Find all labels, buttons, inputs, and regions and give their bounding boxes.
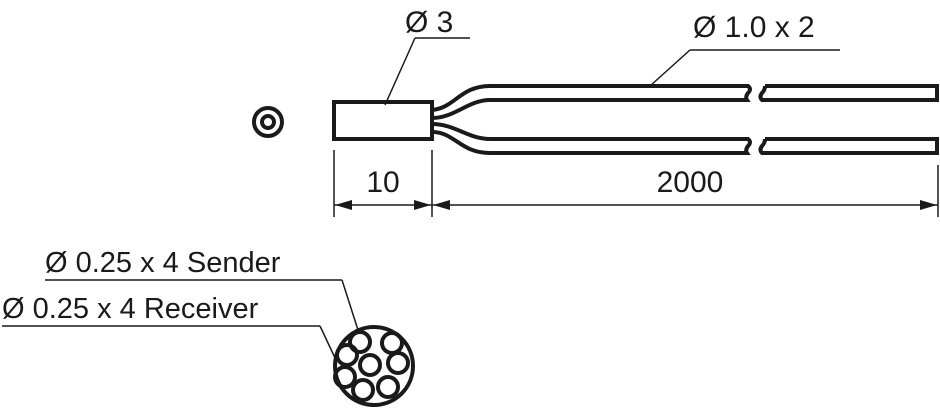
fiber-leaders xyxy=(2,279,359,361)
cable-diameter-leader xyxy=(649,49,840,87)
receiver-fibers-label: Ø 0.25 x 4 Receiver xyxy=(2,293,259,325)
housing-length-label: 10 xyxy=(366,166,399,199)
front-view-icon xyxy=(252,106,284,138)
dimension-arrows xyxy=(335,200,937,210)
upper-cable xyxy=(431,84,939,120)
cable-length-label: 2000 xyxy=(657,166,724,199)
housing-diameter-leader xyxy=(384,37,470,106)
sensor-housing xyxy=(332,100,434,141)
housing-diameter-label: Ø 3 xyxy=(405,6,453,39)
lower-cable xyxy=(431,122,939,155)
fiber-bundle-cross-section xyxy=(333,325,415,407)
cable-diameter-label: Ø 1.0 x 2 xyxy=(693,11,815,44)
sender-fibers-label: Ø 0.25 x 4 Sender xyxy=(45,247,281,279)
dimension-lines xyxy=(333,150,939,217)
